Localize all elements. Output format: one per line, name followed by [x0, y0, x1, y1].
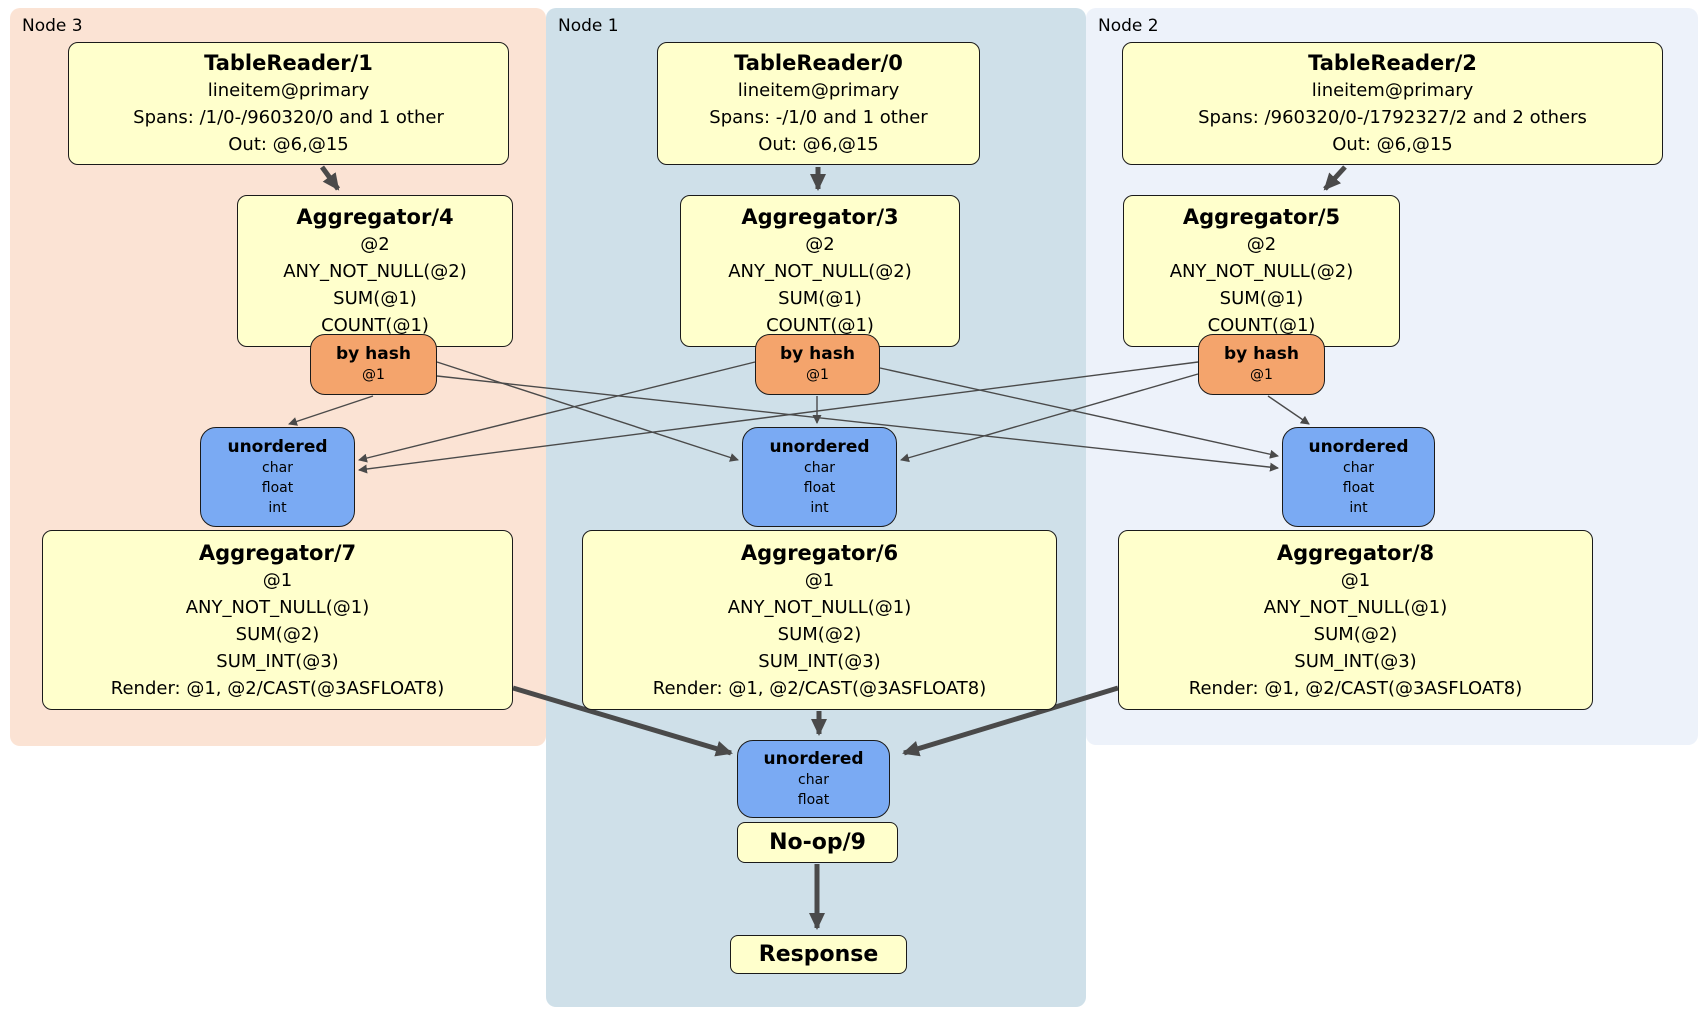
node3-label: Node 3 [22, 16, 83, 36]
edge-router2-sync3 [358, 361, 1199, 474]
node2-label: Node 2 [1098, 16, 1159, 36]
edge-tablereader2-aggregator5 [1323, 165, 1347, 191]
edge-router1-sync2 [879, 367, 1279, 459]
tablereader-0-box: TableReader/0 lineitem@primary Spans: -/… [657, 42, 980, 165]
edge-tablereader1-aggregator4 [319, 165, 341, 191]
router-byhash-node3: by hash @1 [310, 334, 437, 395]
router-byhash-node2: by hash @1 [1198, 334, 1325, 395]
aggregator-5-title: Aggregator/5 [1182, 205, 1341, 229]
edge-router1-sync3 [358, 361, 756, 463]
sync-unordered-node2: unordered char float int [1282, 427, 1435, 527]
router-byhash-node1: by hash @1 [755, 334, 880, 395]
tablereader-2-title: TableReader/2 [1308, 51, 1477, 75]
aggregator-6-title: Aggregator/6 [740, 540, 899, 565]
aggregator-3-box: Aggregator/3 @2 ANY_NOT_NULL(@2) SUM(@1)… [680, 195, 960, 347]
response-box: Response [730, 935, 907, 974]
aggregator-7-title: Aggregator/7 [198, 540, 357, 565]
tablereader-0-title: TableReader/0 [734, 51, 903, 75]
aggregator-5-box: Aggregator/5 @2 ANY_NOT_NULL(@2) SUM(@1)… [1123, 195, 1400, 347]
tablereader-1-title: TableReader/1 [204, 51, 373, 75]
edge-aggregator8-finalsync [902, 685, 1119, 757]
edge-router2-sync2 [1267, 395, 1310, 425]
sync-unordered-node3: unordered char float int [200, 427, 355, 527]
aggregator-3-title: Aggregator/3 [741, 205, 899, 229]
aggregator-6-box: Aggregator/6 @1 ANY_NOT_NULL(@1) SUM(@2)… [582, 530, 1057, 710]
aggregator-7-box: Aggregator/7 @1 ANY_NOT_NULL(@1) SUM(@2)… [42, 530, 513, 710]
noop-9-title: No-op/9 [769, 829, 866, 855]
tablereader-2-box: TableReader/2 lineitem@primary Spans: /9… [1122, 42, 1663, 165]
aggregator-4-box: Aggregator/4 @2 ANY_NOT_NULL(@2) SUM(@1)… [237, 195, 513, 347]
aggregator-8-title: Aggregator/8 [1276, 540, 1435, 565]
aggregator-8-box: Aggregator/8 @1 ANY_NOT_NULL(@1) SUM(@2)… [1118, 530, 1593, 710]
edge-router3-sync2 [436, 375, 1279, 472]
edge-router3-sync3 [288, 395, 374, 426]
response-title: Response [758, 941, 879, 967]
edge-aggregator7-finalsync [512, 685, 733, 757]
sync-unordered-node1: unordered char float int [742, 427, 897, 527]
node1-label: Node 1 [558, 16, 619, 36]
edge-router2-sync1 [900, 373, 1199, 463]
tablereader-1-box: TableReader/1 lineitem@primary Spans: /1… [68, 42, 509, 165]
noop-9-box: No-op/9 [737, 822, 898, 863]
sync-unordered-final: unordered char float [737, 740, 890, 818]
aggregator-4-title: Aggregator/4 [296, 205, 454, 229]
edge-router3-sync1 [436, 361, 739, 462]
